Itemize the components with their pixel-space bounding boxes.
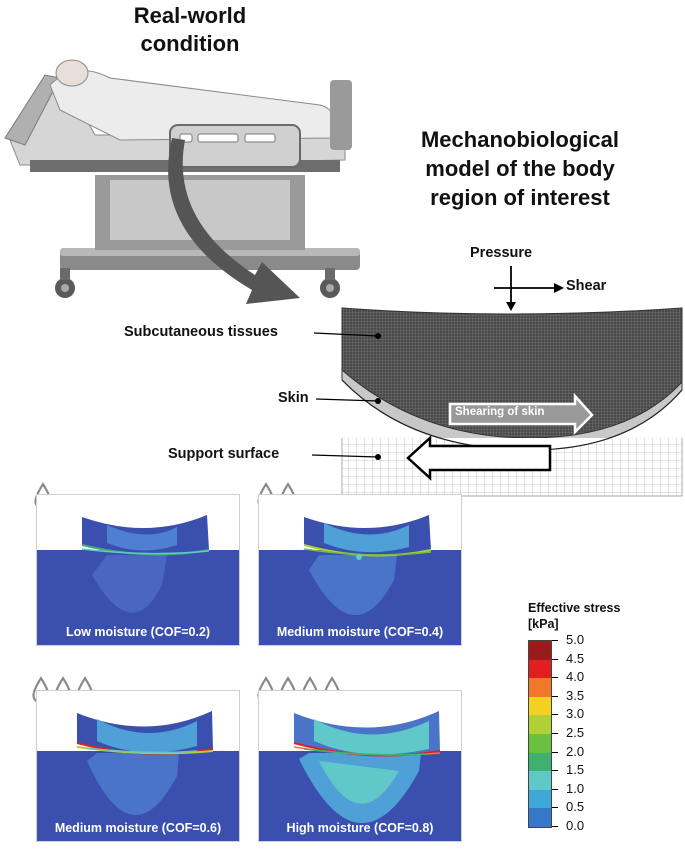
colorbar-tick-mark bbox=[552, 714, 558, 716]
colorbar-tick-label: 0.5 bbox=[566, 799, 585, 815]
panel-1-caption: Low moisture (COF=0.2) bbox=[65, 625, 211, 639]
colorbar-segment bbox=[529, 678, 551, 697]
surface-shear-arrow-icon bbox=[406, 435, 552, 481]
panel-4-caption: High moisture (COF=0.8) bbox=[286, 821, 434, 835]
mechanobiological-model bbox=[341, 307, 683, 497]
colorbar-tick-mark bbox=[552, 751, 558, 753]
simulation-panel-3: Medium moisture (COF=0.6) bbox=[36, 690, 240, 842]
subcutaneous-label: Subcutaneous tissues bbox=[124, 324, 278, 340]
shearing-of-skin-label: Shearing of skin bbox=[455, 406, 545, 418]
colorbar-tick-label: 2.5 bbox=[566, 725, 585, 740]
colorbar-segment bbox=[529, 696, 551, 716]
colorbar-tick-label: 2.0 bbox=[566, 743, 585, 759]
model-title: Mechanobiological model of the body regi… bbox=[420, 127, 620, 210]
colorbar-segment bbox=[529, 641, 551, 660]
colorbar-tick-mark bbox=[552, 807, 558, 809]
skin-label: Skin bbox=[278, 390, 309, 406]
skin-shear-arrow-icon bbox=[448, 392, 594, 436]
stress-plot-4 bbox=[259, 711, 461, 841]
colorbar-ticks: 5.0 4.5 4.0 3.5 3.0 2.5 2.0 1.5 1.0 0.5 0.0 bbox=[552, 632, 632, 833]
stress-plot-2 bbox=[259, 515, 461, 645]
hospital-bed-illustration bbox=[4, 59, 360, 304]
simulation-panel-1: Low moisture (COF=0.2) bbox=[36, 494, 240, 646]
colorbar-tick-mark bbox=[552, 677, 558, 679]
legend-title: Effective stress [kPa] bbox=[528, 601, 621, 631]
colorbar-segment bbox=[529, 771, 551, 790]
stress-plot-3 bbox=[37, 711, 239, 841]
colorbar-tick-label: 0.0 bbox=[566, 818, 585, 833]
panel-2-caption: Medium moisture (COF=0.4) bbox=[276, 625, 444, 639]
colorbar-tick-mark bbox=[552, 770, 558, 772]
colorbar-tick-label: 5.0 bbox=[566, 632, 585, 647]
colorbar-tick-label: 1.5 bbox=[566, 762, 585, 778]
colorbar-tick-mark bbox=[552, 733, 558, 734]
colorbar-segment bbox=[529, 734, 551, 753]
colorbar-tick-mark bbox=[552, 695, 558, 697]
pressure-label: Pressure bbox=[470, 245, 533, 261]
stress-colorbar bbox=[528, 640, 552, 828]
colorbar-tick-mark bbox=[552, 658, 558, 660]
colorbar-tick-mark bbox=[552, 640, 558, 641]
colorbar-tick-label: 4.0 bbox=[566, 669, 585, 685]
colorbar-tick-label: 4.5 bbox=[566, 650, 585, 666]
colorbar-tick-mark bbox=[552, 826, 558, 827]
colorbar-tick-label: 3.5 bbox=[566, 687, 585, 703]
colorbar-segment bbox=[529, 752, 551, 772]
colorbar-segment bbox=[529, 715, 551, 734]
colorbar-tick-mark bbox=[552, 788, 558, 790]
flow-arrow-icon bbox=[168, 138, 300, 304]
colorbar-segment bbox=[529, 659, 551, 679]
force-arrows-icon bbox=[494, 266, 564, 311]
colorbar-tick-label: 3.0 bbox=[566, 706, 585, 722]
colorbar-tick-label: 1.0 bbox=[566, 780, 585, 796]
simulation-panel-2: Medium moisture (COF=0.4) bbox=[258, 494, 462, 646]
shear-label: Shear bbox=[566, 278, 607, 294]
support-surface-label: Support surface bbox=[168, 446, 280, 462]
stress-plot-1 bbox=[37, 515, 239, 645]
colorbar-segment bbox=[529, 808, 551, 827]
colorbar-segment bbox=[529, 789, 551, 809]
real-world-title: Real-world condition bbox=[133, 3, 247, 56]
simulation-panel-4: High moisture (COF=0.8) bbox=[258, 690, 462, 842]
panel-3-caption: Medium moisture (COF=0.6) bbox=[54, 821, 222, 835]
